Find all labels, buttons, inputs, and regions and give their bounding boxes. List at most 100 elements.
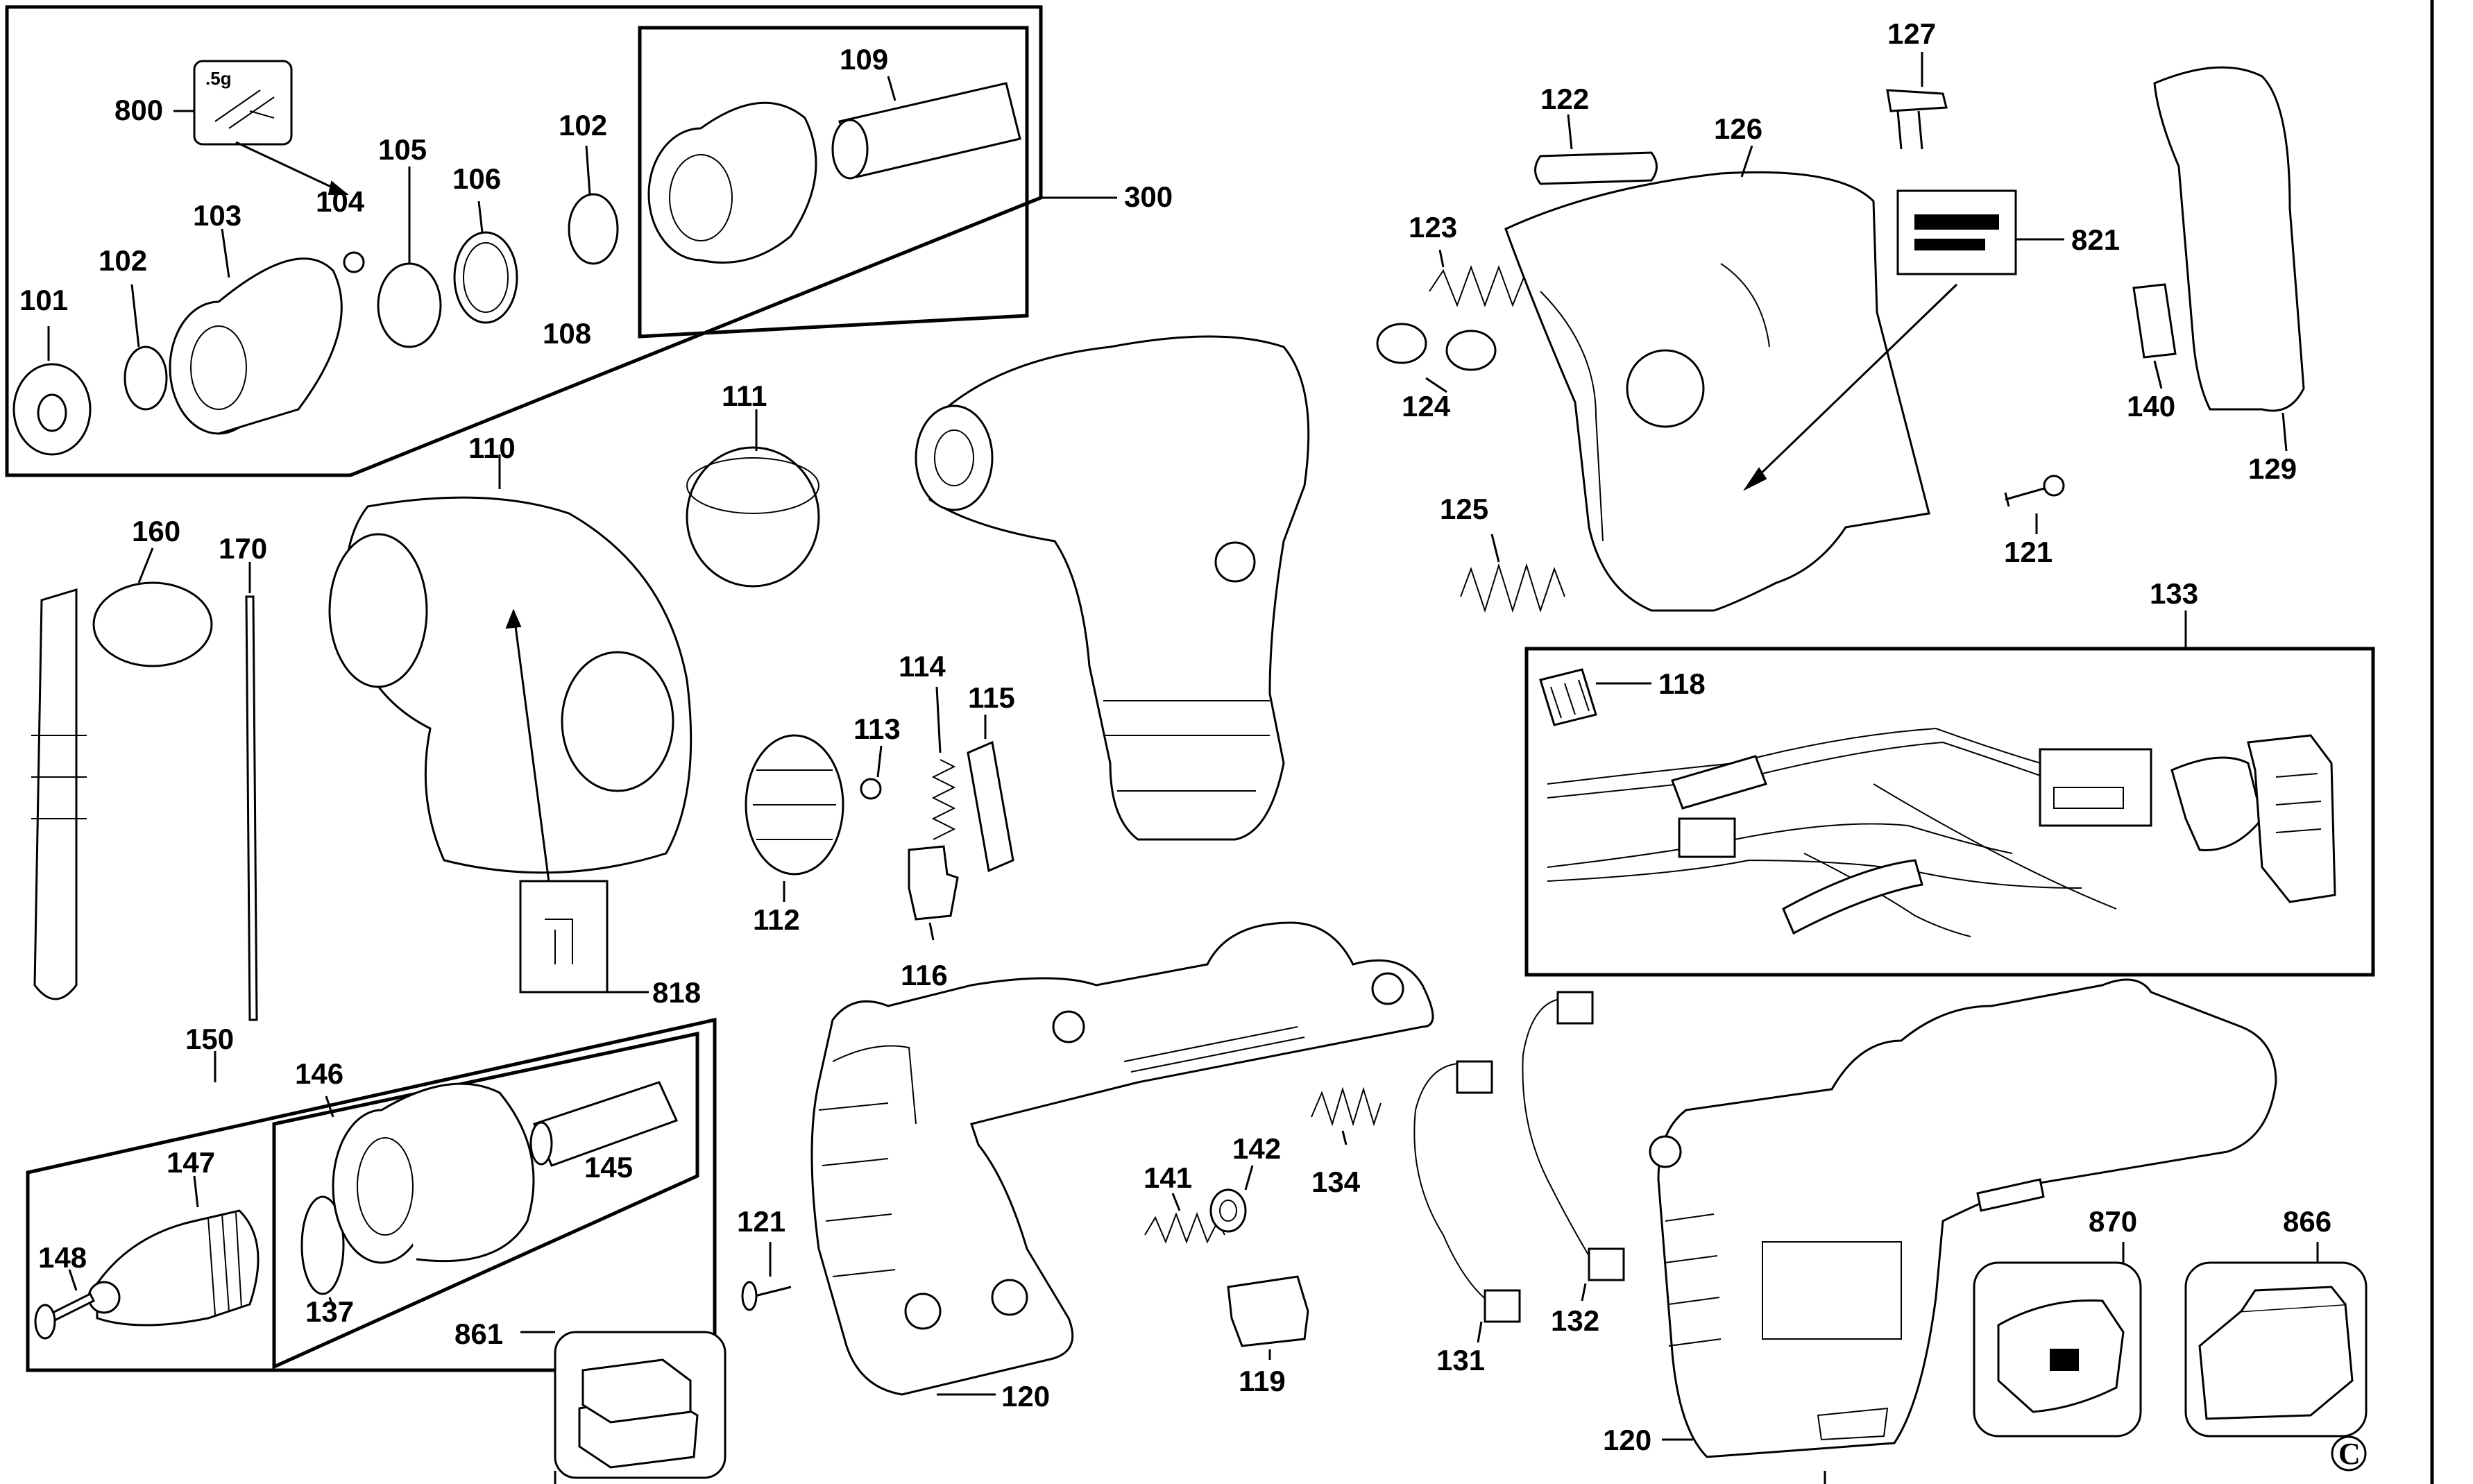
spring-part-123: [1429, 265, 1541, 307]
gear-housing-group: [31, 409, 820, 1021]
side-handle-clamp: [92, 581, 213, 667]
handle-housing-details: [1540, 263, 1770, 542]
leader-102-left: [130, 284, 140, 348]
brush-part-124-left: [1376, 323, 1427, 364]
label-120-right: 120: [1603, 1424, 1651, 1456]
label-101: 101: [19, 284, 68, 316]
wire-b: [1547, 741, 2103, 799]
housing-left-boss-d: [1371, 972, 1404, 1005]
label-102-right: 102: [559, 109, 607, 142]
label-131: 131: [1436, 1344, 1485, 1376]
leader-800-arrow: [235, 141, 348, 196]
housing-right-boss: [1649, 1135, 1682, 1168]
switch-details: [2275, 773, 2322, 833]
sleeve-body: [700, 101, 817, 264]
label-102-left: 102: [99, 244, 147, 277]
label-134: 134: [1311, 1166, 1361, 1198]
label-170: 170: [219, 532, 267, 565]
leader-134: [1341, 1130, 1348, 1145]
knob-grip: [753, 769, 836, 840]
label-123: 123: [1409, 211, 1457, 244]
ring-part-102-right: [568, 193, 619, 265]
ring-part-102-left: [124, 346, 168, 411]
case-lid: [581, 1358, 692, 1424]
leader-160: [137, 547, 154, 583]
leader-146: [325, 1095, 334, 1118]
adapter-inner: [357, 1137, 414, 1236]
label-plate-part-821: [1896, 189, 2017, 275]
label-105: 105: [378, 133, 427, 166]
leader-114: [935, 686, 942, 753]
label-870: 870: [2089, 1205, 2137, 1238]
spring-part-134: [1311, 1086, 1382, 1127]
leader-124: [1425, 377, 1447, 393]
label-140: 140: [2127, 390, 2175, 423]
adapter-subgroup-frame: [272, 1031, 699, 1370]
leader-116: [928, 922, 935, 941]
label-866: 866: [2283, 1205, 2331, 1238]
clip-part-127: [1886, 89, 1948, 150]
motor-body: [921, 335, 1310, 841]
label-137: 137: [305, 1295, 354, 1328]
sds-subgroup-frame: [638, 26, 1029, 339]
leader-137: [328, 1297, 334, 1308]
housing-left-boss-b: [991, 1279, 1028, 1316]
label-800: 800: [114, 94, 163, 126]
ring-part-106-inner: [463, 242, 509, 313]
wire-a: [1547, 727, 2089, 785]
wire-f: [1873, 783, 2117, 910]
label-106: 106: [452, 162, 501, 195]
label-118: 118: [1658, 667, 1706, 700]
housing-right-ribs: [1665, 1213, 1722, 1347]
spindle-part-109: [838, 82, 1021, 178]
keyless-chuck-part-147: [96, 1209, 260, 1327]
label-132: 132: [1551, 1304, 1599, 1337]
block-part-140: [2132, 283, 2177, 359]
label-818: 818: [652, 976, 701, 1009]
leader-113: [876, 745, 883, 778]
arrow-800: [328, 180, 349, 195]
label-103: 103: [193, 199, 241, 232]
label-147: 147: [167, 1146, 215, 1179]
housing-half-part-120-right: [1657, 978, 2277, 1458]
label-127: 127: [1887, 17, 1936, 50]
wire-part-131: [1413, 1062, 1493, 1305]
leader-106: [477, 201, 484, 233]
capacitor-block: [1678, 817, 1736, 858]
switch-trigger: [2170, 756, 2263, 851]
brush-part-122: [1534, 151, 1658, 185]
label-plate-821-lines: [1914, 214, 1999, 250]
screw-head-148: [34, 1304, 56, 1340]
leader-141: [1171, 1193, 1181, 1211]
gear-housing-opening: [328, 533, 428, 688]
leader-132: [1581, 1283, 1587, 1302]
battery-top: [2240, 1286, 2347, 1312]
leader-123: [1438, 249, 1445, 268]
leader-148: [68, 1269, 78, 1291]
collar-inner: [190, 325, 247, 410]
copyright-circle: [2331, 1435, 2367, 1472]
side-handle-grip: [31, 735, 87, 819]
wire-132-terminal-b: [1588, 1247, 1625, 1281]
leader-131: [1477, 1321, 1483, 1343]
connector-pins: [1550, 679, 1590, 719]
cover-part-119: [1227, 1275, 1309, 1347]
spring-part-125: [1460, 563, 1565, 613]
housing-right-slot: [1817, 1407, 1889, 1441]
ring-part-137: [300, 1195, 345, 1295]
motor-ribs: [1103, 700, 1270, 792]
leader-142: [1244, 1165, 1254, 1191]
drill-chuck-group: [26, 1017, 726, 1479]
sleeve-inner: [669, 154, 733, 241]
leader-147: [193, 1175, 199, 1208]
motor-assembly-group: [745, 335, 1310, 941]
small-parts-group: [1144, 991, 1625, 1360]
label-861: 861: [454, 1317, 503, 1350]
wire-d: [1547, 859, 2082, 889]
actuator-part-116: [908, 845, 959, 921]
label-110: 110: [468, 432, 516, 464]
wire-132-terminal-a: [1556, 991, 1594, 1025]
label-129: 129: [2248, 452, 2297, 485]
side-handle-part-160: [33, 588, 78, 1000]
